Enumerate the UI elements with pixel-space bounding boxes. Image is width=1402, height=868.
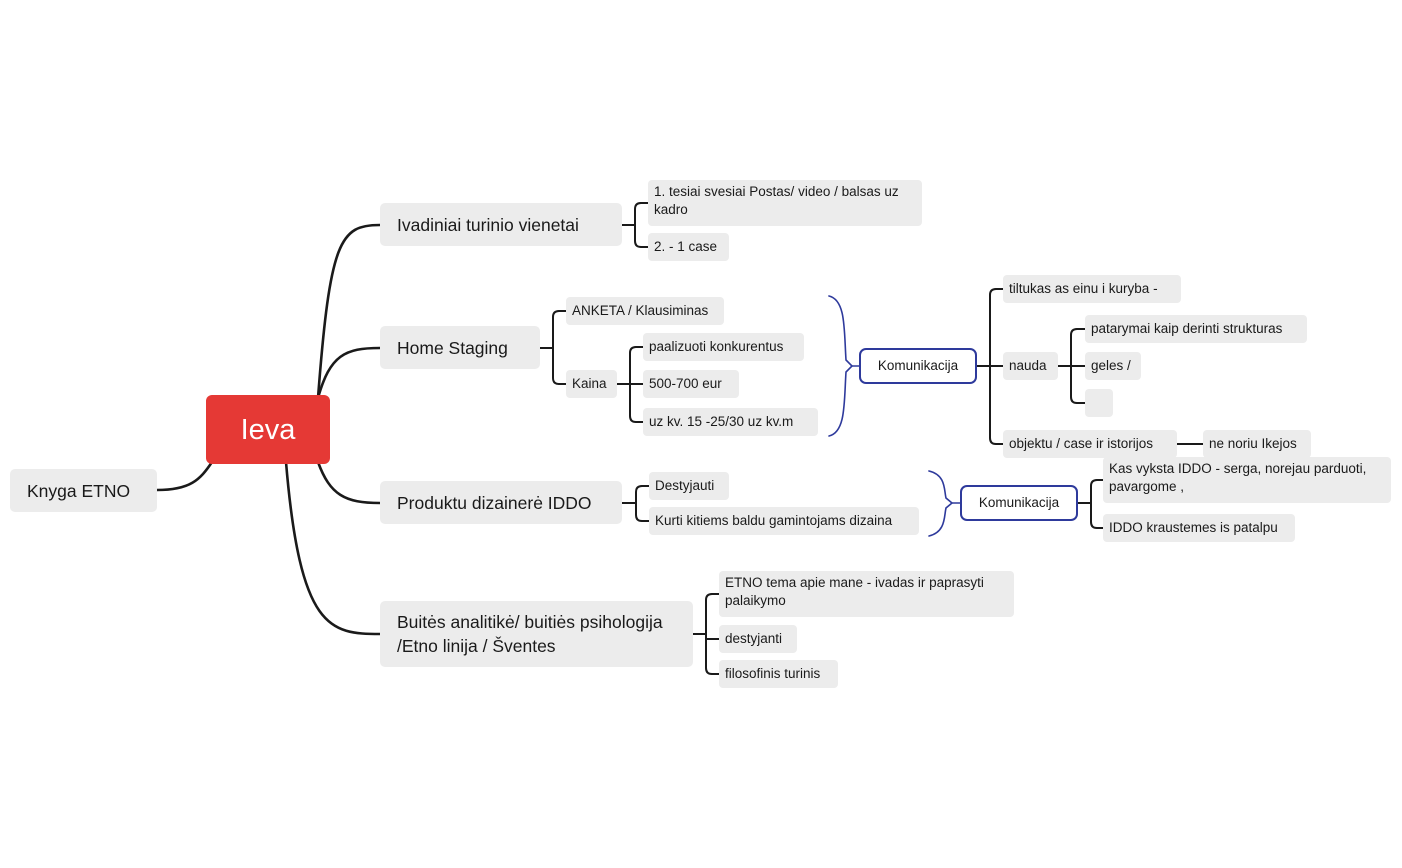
subtopic-ne-noriu-ikejos[interactable]: ne noriu Ikejos [1203,430,1311,458]
connector-ivadiniai-up [634,202,642,226]
subtopic-geles[interactable]: geles / [1085,352,1141,380]
branch-produktu-dizainere-iddo[interactable]: Produktu dizainerė IDDO [380,481,622,524]
subtopic-500-700-eur[interactable]: 500-700 eur [643,370,739,398]
connector-root-ivadiniai [316,223,382,400]
connector-home-staging-down [552,347,560,385]
summary-brace-produktu [928,470,954,537]
connector-komunikacija-iddo-down [1090,502,1098,529]
summary-brace-home-staging [828,295,854,437]
branch-buities-analitike[interactable]: Buitės analitikė/ buitiės psihologija /E… [380,601,693,667]
subtopic-kurti-kitiems[interactable]: Kurti kitiems baldu gamintojams dizaina [649,507,919,535]
connector-komunikacija-hs-down [989,365,997,445]
connector-root-home-staging [316,346,382,400]
connector-root-buities [284,460,382,636]
summary-komunikacija-home-staging[interactable]: Komunikacija [859,348,977,384]
subtopic-uz-kv-kaina[interactable]: uz kv. 15 -25/30 uz kv.m [643,408,818,436]
connector-komunikacija-hs-up [989,288,997,367]
subtopic-empty[interactable] [1085,389,1113,417]
subtopic-patarymai[interactable]: patarymai kaip derinti strukturas [1085,315,1307,343]
connector-root-produktu [316,460,382,505]
topic-knyga-etno[interactable]: Knyga ETNO [10,469,157,512]
connector-buities-up [705,593,713,635]
connector-kaina-down [629,383,637,423]
subtopic-1-case[interactable]: 2. - 1 case [648,233,729,261]
subtopic-iddo-kraustemes[interactable]: IDDO kraustemes is patalpu [1103,514,1295,542]
connector-buities-down [705,633,713,675]
subtopic-destyjauti[interactable]: Destyjauti [649,472,729,500]
connector-kaina-up [629,346,637,385]
connector-root-knyga [155,460,214,492]
subtopic-anketa-klausiminas[interactable]: ANKETA / Klausiminas [566,297,724,325]
subtopic-kas-vyksta-iddo[interactable]: Kas vyksta IDDO - serga, norejau parduot… [1103,457,1391,503]
connector-produktu-down [635,502,643,522]
subtopic-filosofinis-turinis[interactable]: filosofinis turinis [719,660,838,688]
connector-ivadiniai-down [634,224,642,248]
connector-nauda-up [1070,328,1078,367]
subtopic-nauda[interactable]: nauda [1003,352,1058,380]
central-topic-ieva[interactable]: Ieva [206,395,330,464]
subtopic-tesiai-svesiai-postas[interactable]: 1. tesiai svesiai Postas/ video / balsas… [648,180,922,226]
subtopic-kaina[interactable]: Kaina [566,370,617,398]
branch-ivadiniai-turinio-vienetai[interactable]: Ivadiniai turinio vienetai [380,203,622,246]
subtopic-paalizuoti-konkurentus[interactable]: paalizuoti konkurentus [643,333,804,361]
subtopic-etno-tema[interactable]: ETNO tema apie mane - ivadas ir paprasyt… [719,571,1014,617]
connector-produktu-up [635,485,643,504]
subtopic-tiltukas[interactable]: tiltukas as einu i kuryba - [1003,275,1181,303]
connector-komunikacija-iddo-up [1090,479,1098,504]
connector-nauda-down [1070,365,1078,404]
summary-komunikacija-iddo[interactable]: Komunikacija [960,485,1078,521]
subtopic-objektu-case[interactable]: objektu / case ir istorijos [1003,430,1177,458]
branch-home-staging[interactable]: Home Staging [380,326,540,369]
connector-home-staging-up [552,310,560,349]
subtopic-destyjanti[interactable]: destyjanti [719,625,797,653]
